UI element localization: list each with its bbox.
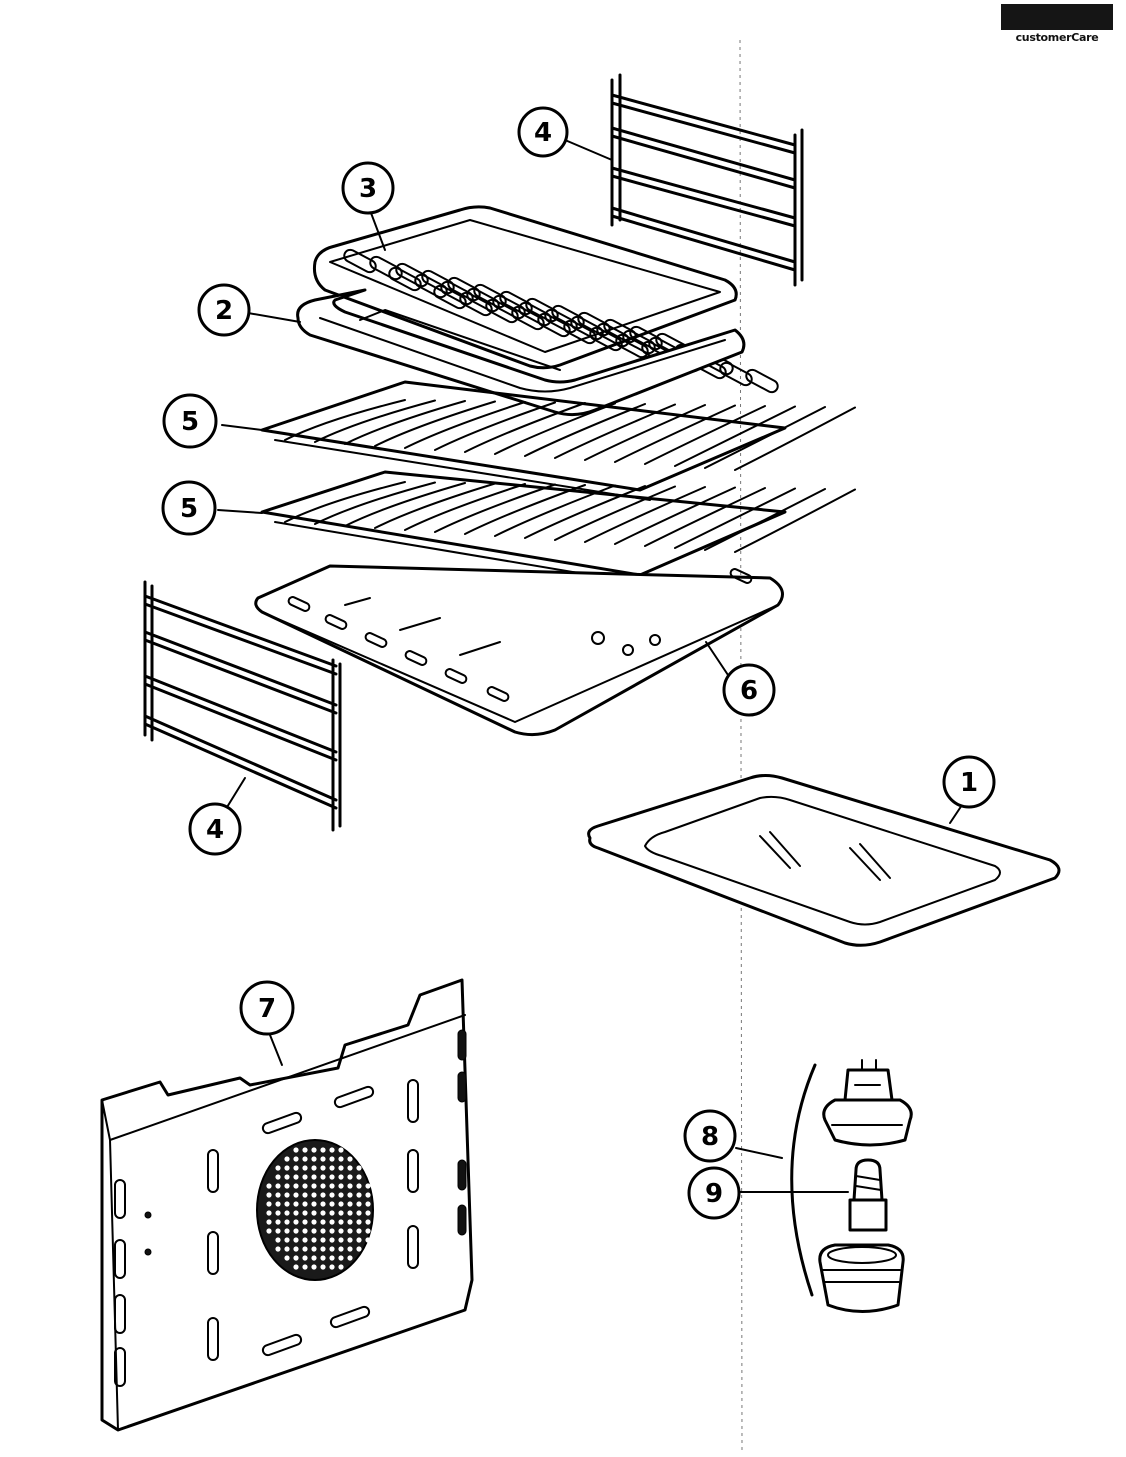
svg-text:4: 4	[206, 815, 224, 845]
callout-5-upper: 5	[162, 393, 218, 449]
callout-9: 9	[687, 1166, 741, 1220]
svg-text:5: 5	[180, 494, 198, 524]
brand-logo-bar	[1001, 4, 1113, 30]
callout-2: 2	[197, 283, 251, 337]
oven-bottom-drawing	[254, 564, 784, 737]
callout-8: 8	[683, 1109, 737, 1163]
callout-5-lower: 5	[161, 480, 217, 536]
callout-4-bottom: 4	[188, 802, 242, 856]
svg-text:2: 2	[215, 296, 233, 326]
svg-text:5: 5	[181, 407, 199, 437]
svg-text:8: 8	[701, 1122, 719, 1152]
fan-cover-panel-drawing	[100, 978, 474, 1432]
broiler-pan-drawing	[296, 288, 746, 417]
side-rack-top-drawing	[610, 73, 804, 287]
drip-tray-drawing	[587, 774, 1061, 947]
oven-rack-upper-drawing	[260, 380, 856, 501]
center-line	[739, 39, 743, 1451]
svg-text:7: 7	[258, 994, 276, 1024]
svg-text:3: 3	[359, 174, 377, 204]
svg-text:6: 6	[740, 676, 758, 706]
panel-side-edge	[457, 1029, 467, 1236]
callout-4-top: 4	[517, 106, 569, 158]
svg-text:1: 1	[960, 768, 978, 798]
svg-text:4: 4	[534, 118, 552, 148]
callout-7: 7	[239, 980, 295, 1036]
brand-logo-text: customerCare	[1015, 31, 1099, 44]
broiler-grid-drawing	[313, 205, 779, 394]
callout-1: 1	[942, 755, 996, 809]
side-rack-bottom-drawing	[143, 580, 342, 832]
callout-6: 6	[722, 663, 776, 717]
lamp-assembly-drawing	[790, 1059, 913, 1313]
svg-text:9: 9	[705, 1179, 723, 1209]
callout-3: 3	[341, 161, 395, 215]
